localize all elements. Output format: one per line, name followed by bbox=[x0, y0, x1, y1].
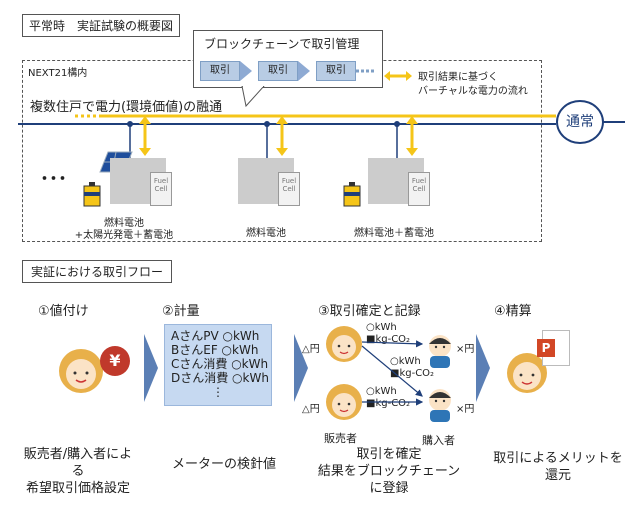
trade-arrows bbox=[361, 340, 424, 406]
seller-label: 販売者 bbox=[324, 432, 357, 445]
site-label: NEXT21構内 bbox=[28, 68, 88, 79]
buyer-price-2: ×円 bbox=[456, 404, 475, 415]
seller-face-icon-2 bbox=[326, 384, 362, 420]
diagram-title: 平常時 実証試験の概要図 bbox=[22, 14, 181, 37]
blockchain-box: ブロックチェーンで取引管理 取引 取引 取引 bbox=[193, 30, 383, 88]
block-3: 取引 bbox=[316, 61, 356, 81]
seller-face-icon-1 bbox=[326, 326, 362, 362]
flow-title: 実証における取引フロー bbox=[22, 260, 173, 283]
trade-co2-3: ■kg-CO₂ bbox=[366, 398, 411, 409]
grid-circle: 通常 bbox=[556, 100, 604, 144]
trade-co2-1: ■kg-CO₂ bbox=[366, 334, 411, 345]
exchange-label: 複数住戸で電力(環境価値)の融通 bbox=[30, 100, 223, 115]
flow-arrow-1 bbox=[144, 334, 158, 402]
buyer-face-icon-1 bbox=[429, 335, 451, 368]
step-1-title: ①値付け bbox=[38, 304, 89, 319]
seller-face-icon bbox=[59, 349, 103, 393]
trade-kwh-2: ○kWh bbox=[390, 356, 421, 367]
buyer-face-icon-2 bbox=[429, 389, 451, 422]
step-2-desc: メーターの検針値 bbox=[171, 457, 276, 472]
step-2-title: ②計量 bbox=[162, 304, 200, 319]
step-3-title: ③取引確定と記録 bbox=[318, 304, 421, 319]
block-chain-links bbox=[240, 61, 374, 81]
seller-price-2: △円 bbox=[302, 404, 320, 415]
battery-icon-3 bbox=[343, 182, 361, 207]
step-3-desc: 取引を確定 結果をブロックチェーン に登録 bbox=[317, 447, 461, 496]
trade-co2-2: ■kg-CO₂ bbox=[390, 368, 435, 379]
more-houses-dots: ･･･ bbox=[40, 169, 67, 190]
flow-arrow-2 bbox=[294, 334, 308, 402]
refund-face-icon bbox=[507, 353, 547, 393]
legend-text-1: 取引結果に基づく bbox=[418, 72, 498, 83]
step-1-desc: 販売者/購入者による 希望取引価格設定 bbox=[23, 447, 133, 496]
seller-price-1: △円 bbox=[302, 344, 320, 355]
legend-text-2: バーチャルな電力の流れ bbox=[418, 86, 528, 97]
trade-kwh-1: ○kWh bbox=[366, 322, 397, 333]
legend-arrow-icon bbox=[384, 71, 412, 81]
block-1: 取引 bbox=[200, 61, 240, 81]
house-3-caption: 燃料電池＋蓄電池 bbox=[354, 228, 434, 239]
trade-kwh-3: ○kWh bbox=[366, 386, 397, 397]
meter-more: ⋮ bbox=[212, 385, 224, 399]
presentation-file-icon: P bbox=[537, 330, 570, 366]
grid-label: 通常 bbox=[566, 114, 594, 130]
power-lines bbox=[18, 114, 625, 158]
fuel-cell-3: Fuel Cell bbox=[408, 172, 430, 206]
meter-line-b: BさんEF ○kWh bbox=[171, 343, 259, 357]
meter-line-a: AさんPV ○kWh bbox=[171, 329, 260, 343]
fuel-cell-1: Fuel Cell bbox=[150, 172, 172, 206]
yen-icon: ¥ bbox=[100, 346, 130, 376]
meter-line-d: Dさん消費 ○kWh bbox=[171, 371, 269, 385]
buyer-price-1: ×円 bbox=[456, 344, 475, 355]
step-4-title: ④精算 bbox=[494, 304, 532, 319]
step-4-desc: 取引によるメリットを 還元 bbox=[493, 451, 623, 483]
meter-line-c: Cさん消費 ○kWh bbox=[171, 357, 269, 371]
buyer-label: 購入者 bbox=[422, 434, 455, 447]
house-1-caption-2: +太陽光発電＋蓄電池 bbox=[74, 230, 174, 241]
flow-arrow-3 bbox=[476, 334, 490, 402]
callout-pointer bbox=[241, 86, 265, 108]
battery-icon-1 bbox=[83, 182, 101, 207]
house-2-caption: 燃料電池 bbox=[246, 228, 286, 239]
fuel-cell-2: Fuel Cell bbox=[278, 172, 300, 206]
block-2: 取引 bbox=[258, 61, 298, 81]
blockchain-title: ブロックチェーンで取引管理 bbox=[204, 37, 360, 51]
house-1-caption-1: 燃料電池 bbox=[104, 218, 144, 229]
meter-readings: AさんPV ○kWh BさんEF ○kWh Cさん消費 ○kWh Dさん消費 ○… bbox=[164, 324, 272, 406]
